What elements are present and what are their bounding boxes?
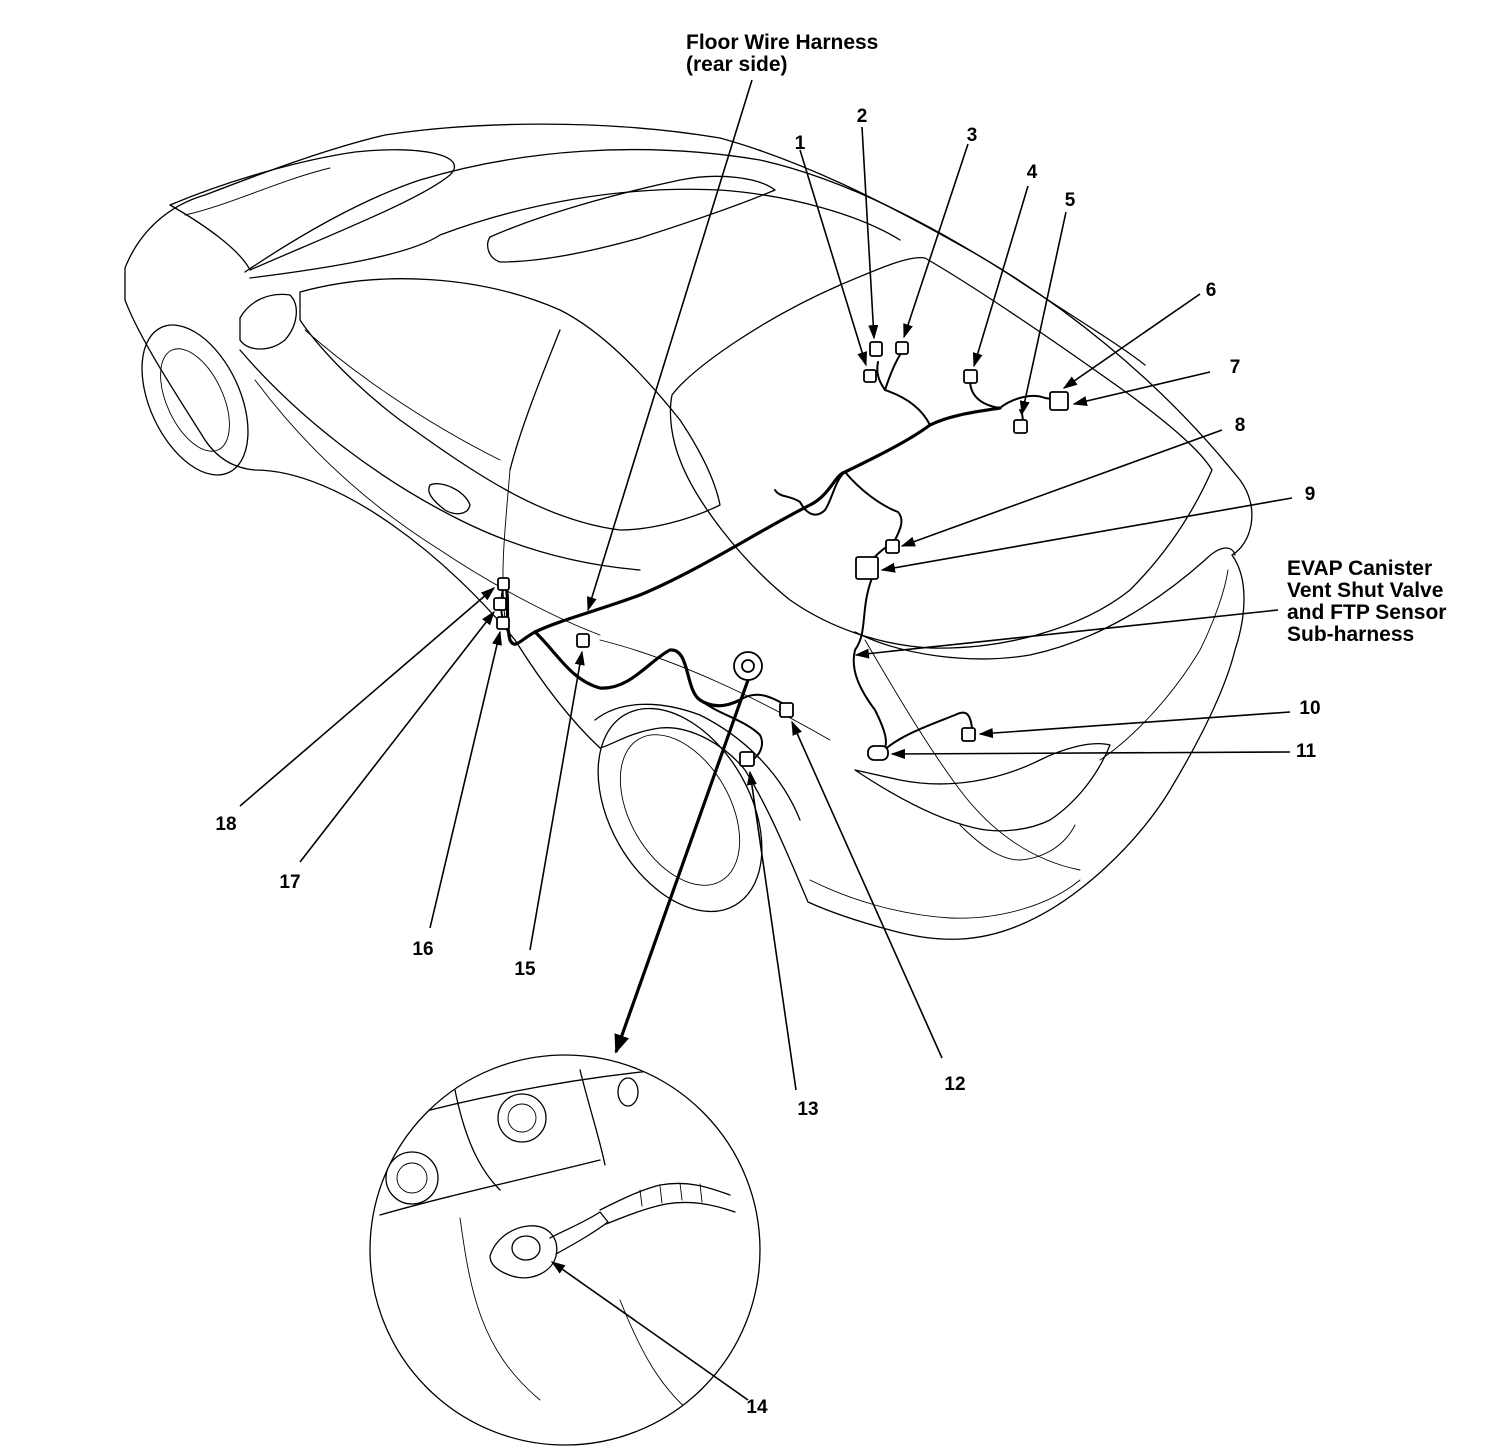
- callout-numbers: 1 2 3 4 5 6 7 8 9 10 11 12 13 14 15 16 1…: [215, 106, 1320, 1418]
- leader-lines: [239, 79, 1293, 1401]
- callout-10: 10: [1299, 698, 1320, 719]
- connector-12: [779, 702, 794, 718]
- ground-detail-view: [369, 1054, 761, 1446]
- callout-2: 2: [857, 106, 868, 127]
- floor-wire-harness: [500, 349, 1066, 761]
- connectors: [493, 341, 1069, 767]
- callout-3: 3: [967, 125, 978, 146]
- floor-harness-label-line2: (rear side): [686, 53, 788, 76]
- callout-18: 18: [215, 814, 236, 835]
- callout-12: 12: [944, 1074, 965, 1095]
- car-body-outline: [124, 123, 1253, 940]
- callout-5: 5: [1065, 190, 1076, 211]
- callout-16: 16: [412, 939, 433, 960]
- connector-17: [493, 597, 507, 611]
- callout-1: 1: [795, 133, 806, 154]
- callout-17: 17: [279, 872, 300, 893]
- connector-9: [855, 556, 879, 580]
- evap-subharness-label: EVAP Canister Vent Shut Valve and FTP Se…: [1287, 557, 1452, 646]
- evap-label-line2: Vent Shut Valve: [1287, 579, 1443, 602]
- connector-6-7: [1049, 391, 1069, 411]
- connector-1: [863, 369, 877, 383]
- callout-8: 8: [1235, 415, 1246, 436]
- connector-15: [576, 633, 590, 648]
- evap-label-line3: and FTP Sensor: [1287, 601, 1446, 624]
- callout-11: 11: [1296, 741, 1317, 762]
- connector-13: [739, 751, 755, 767]
- connector-2: [869, 341, 883, 357]
- floor-harness-label-line1: Floor Wire Harness: [686, 31, 878, 54]
- connector-18: [497, 577, 510, 591]
- connector-3: [895, 341, 909, 355]
- connector-4: [963, 369, 978, 384]
- connector-8: [885, 539, 900, 554]
- connector-11: [867, 745, 889, 761]
- callout-6: 6: [1206, 280, 1217, 301]
- callout-4: 4: [1027, 162, 1038, 183]
- connector-16: [496, 616, 510, 630]
- evap-label-line4: Sub-harness: [1287, 623, 1414, 646]
- connector-10: [961, 727, 976, 742]
- floor-harness-label: Floor Wire Harness (rear side): [686, 31, 884, 76]
- callout-14: 14: [746, 1397, 768, 1418]
- callout-13: 13: [797, 1099, 818, 1120]
- callout-9: 9: [1305, 484, 1316, 505]
- connector-5: [1013, 419, 1028, 434]
- callout-7: 7: [1230, 357, 1241, 378]
- callout-15: 15: [514, 959, 536, 980]
- evap-label-line1: EVAP Canister: [1287, 557, 1432, 580]
- ground-bolt-14-inner: [741, 659, 755, 673]
